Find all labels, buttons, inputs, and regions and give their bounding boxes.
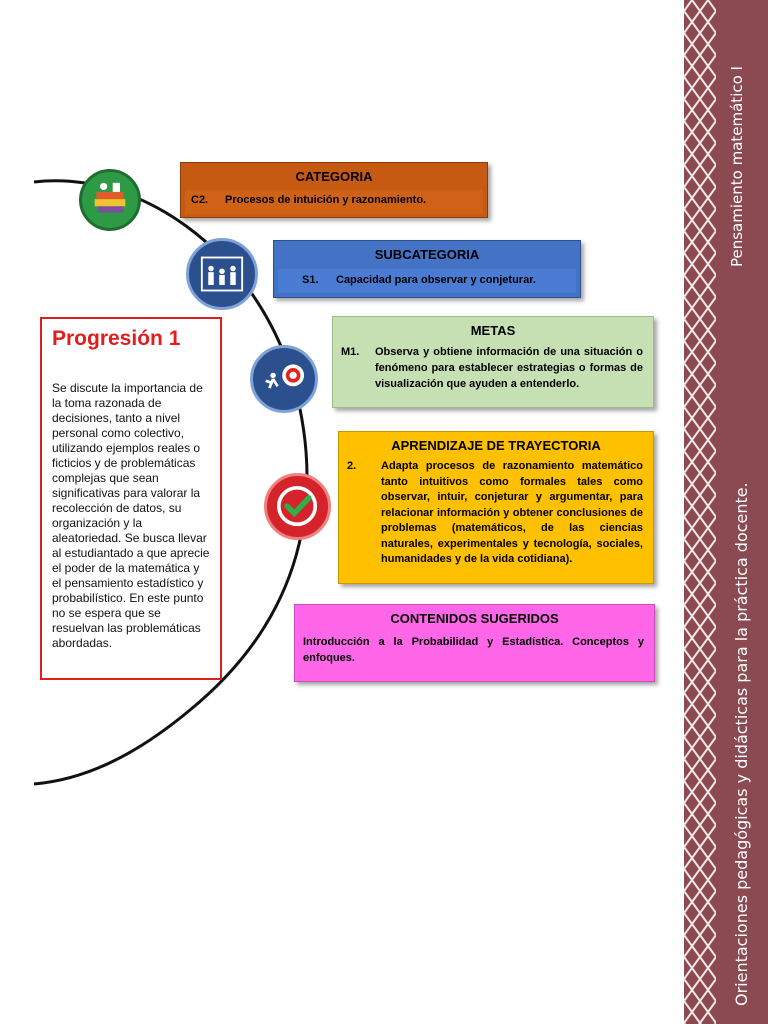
family-icon [186, 238, 258, 310]
contenidos-text: Introducción a la Probabilidad y Estadís… [303, 636, 644, 664]
metas-text: Observa y obtiene información de una sit… [375, 346, 643, 390]
categoria-code: C2. [191, 194, 209, 206]
aprendizaje-text: Adapta procesos de razonamiento matemáti… [381, 460, 643, 565]
band-bottom-text: Orientaciones pedagógicas y didácticas p… [732, 482, 751, 1006]
subcategoria-code: S1. [302, 274, 319, 286]
checkmark-icon [264, 473, 331, 540]
metas-heading: METAS [470, 323, 516, 338]
categoria-line: C2. Procesos de intuición y razonamiento… [185, 190, 483, 214]
books-icon [79, 169, 141, 231]
categoria-box: CATEGORIA C2. Procesos de intuición y ra… [180, 162, 488, 218]
side-band [684, 0, 768, 1024]
aprendizaje-box: APRENDIZAJE DE TRAYECTORIA 2. Adapta pro… [338, 431, 654, 584]
runner-target-icon [250, 345, 318, 413]
categoria-text: Procesos de intuición y razonamiento. [225, 194, 427, 206]
metas-line: M1. Observa y obtiene información de una… [333, 338, 653, 392]
progresion-box: Progresión 1 Se discute la importancia d… [40, 317, 222, 680]
progresion-title: Progresión 1 [52, 327, 181, 350]
band-top-text: Pensamiento matemático I [728, 66, 746, 267]
progresion-body: Se discute la importancia de la toma raz… [52, 381, 210, 650]
diamond-pattern [684, 0, 716, 1024]
metas-code: M1. [341, 346, 360, 358]
aprendizaje-heading: APRENDIZAJE DE TRAYECTORIA [391, 438, 601, 453]
contenidos-line: Introducción a la Probabilidad y Estadís… [295, 626, 654, 666]
contenidos-box: CONTENIDOS SUGERIDOS Introducción a la P… [294, 604, 655, 682]
aprendizaje-line: 2. Adapta procesos de razonamiento matem… [339, 453, 653, 568]
subcategoria-heading: SUBCATEGORIA [374, 247, 480, 262]
metas-box: METAS M1. Observa y obtiene información … [332, 316, 654, 408]
categoria-heading: CATEGORIA [295, 169, 373, 184]
contenidos-heading: CONTENIDOS SUGERIDOS [390, 611, 559, 626]
subcategoria-text: Capacidad para observar y conjeturar. [336, 274, 536, 286]
aprendizaje-code: 2. [347, 460, 357, 472]
subcategoria-box: SUBCATEGORIA S1. Capacidad para observar… [273, 240, 581, 298]
subcategoria-line: S1. Capacidad para observar y conjeturar… [278, 269, 576, 293]
